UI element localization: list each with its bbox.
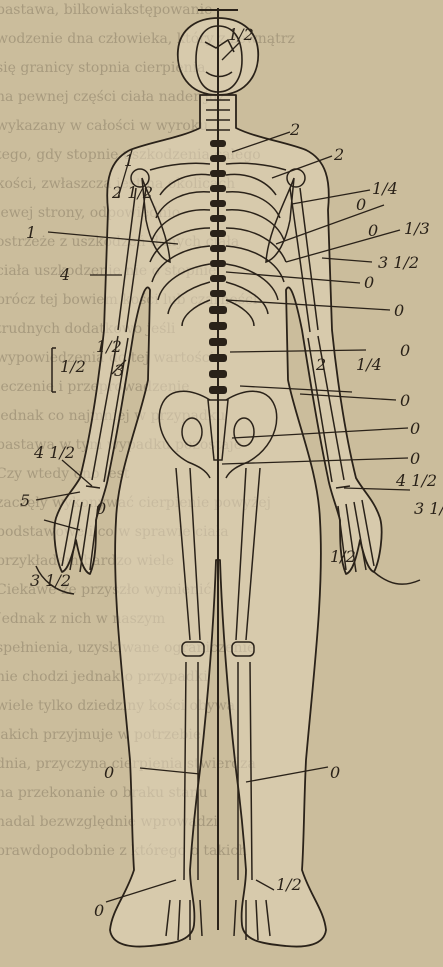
bg-line: się granicy stopnia cierpienia	[0, 60, 205, 76]
label-arm-right-top: 1/3	[404, 219, 430, 238]
label-wrist-right: 4 1/2	[395, 471, 437, 490]
label-shoulder-right: 2	[333, 145, 344, 164]
label-neck: 2	[289, 120, 300, 139]
label-hand-left: 5	[20, 491, 30, 510]
label-head: 1/2	[228, 25, 254, 44]
label-forearm-left-2: 1/2	[96, 337, 122, 356]
label-wrist-left: 4 1/2	[33, 443, 75, 462]
label-foot-right: 1/2	[276, 875, 302, 894]
label-elbow-left: 1/2	[60, 357, 86, 376]
label-below-hand-left: 3 1/2	[30, 571, 71, 590]
label-ribs-right: 0	[368, 221, 378, 240]
label-shin-left: 0	[104, 763, 114, 782]
bg-line: prawdopodobnie z którego o takich	[0, 843, 247, 859]
label-pelvis-right: 0	[400, 391, 410, 410]
label-forearm-left: 3	[114, 361, 124, 380]
label-forearm-right-2: 1/4	[356, 355, 382, 374]
label-spine-right-2: 0	[394, 301, 404, 320]
bg-line: na pewnej części ciała nader już	[0, 89, 225, 105]
label-hip-right-2: 0	[410, 449, 420, 468]
label-arm-right: 3 1/2	[378, 253, 419, 272]
label-elbow-right: 0	[400, 341, 410, 360]
label-clavicle-right: 1/4	[372, 179, 398, 198]
label-shoulder-left: 2 1/2	[111, 183, 153, 202]
bg-line: wykazany w całości w wyroku	[0, 118, 208, 134]
label-scapula-right: 0	[356, 195, 366, 214]
label-forearm-right: 2	[315, 355, 326, 374]
label-scapula-left: 1	[26, 223, 36, 242]
label-hand-right: 3 1/2	[414, 499, 443, 518]
label-spine-right-1: 0	[364, 273, 374, 292]
label-foot-left: 0	[94, 901, 104, 920]
label-upper-arm-left: 4	[59, 265, 70, 284]
label-thigh: 1/2	[330, 547, 356, 566]
bg-line: bastawa, bilkowiakstępowanie	[0, 2, 212, 18]
label-shin-right: 0	[330, 763, 340, 782]
label-fingers-left: 0	[96, 499, 106, 518]
label-upper-mid: 1	[124, 151, 134, 170]
label-hip-right-1: 0	[410, 419, 420, 438]
